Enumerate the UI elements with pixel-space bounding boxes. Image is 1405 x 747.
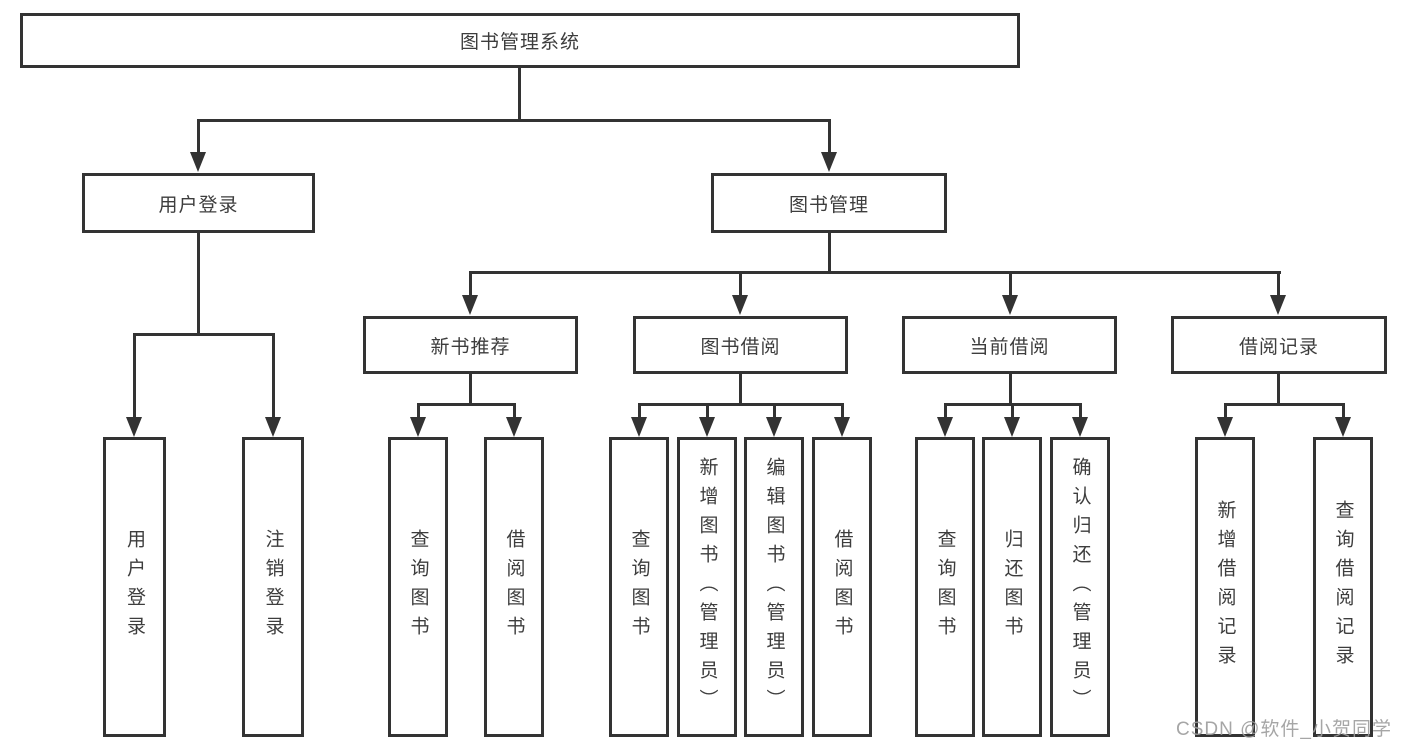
leaf-add-books-admin: 新增图书（管理员） xyxy=(677,437,737,737)
csdn-watermark: CSDN @软件_小贺同学 xyxy=(1176,719,1392,740)
connector-line xyxy=(133,333,275,336)
arrow-down-icon xyxy=(1004,417,1020,437)
connector-line xyxy=(638,403,641,420)
arrow-down-icon xyxy=(1270,295,1286,315)
node-book-borrow: 图书借阅 xyxy=(633,316,848,374)
node-book-borrow-label: 图书借阅 xyxy=(700,336,781,358)
arrow-down-icon xyxy=(265,417,281,437)
arrow-down-icon xyxy=(506,417,522,437)
arrow-down-icon xyxy=(699,417,715,437)
arrow-down-icon xyxy=(937,417,953,437)
connector-line xyxy=(197,233,200,336)
arrow-down-icon xyxy=(821,152,837,172)
leaf-confirm-return-admin: 确认归还（管理员） xyxy=(1050,437,1110,737)
arrow-down-icon xyxy=(462,295,478,315)
leaf-add-borrow-record: 新增借阅记录 xyxy=(1195,437,1255,737)
connector-line xyxy=(1224,403,1345,406)
node-new-book-recommend: 新书推荐 xyxy=(363,316,578,374)
leaf-logout: 注销登录 xyxy=(242,437,304,737)
leaf-query-borrow-record: 查询借阅记录 xyxy=(1313,437,1373,737)
leaf-borrow-query-books: 查询图书 xyxy=(609,437,669,737)
leaf-query-borrow-record-label: 查询借阅记录 xyxy=(1332,500,1354,674)
leaf-add-books-admin-label: 新增图书（管理员） xyxy=(696,456,718,718)
leaf-logout-label: 注销登录 xyxy=(262,529,284,645)
arrow-down-icon xyxy=(126,417,142,437)
leaf-current-query-books-label: 查询图书 xyxy=(934,529,956,645)
connector-line xyxy=(417,403,420,420)
arrow-down-icon xyxy=(766,417,782,437)
arrow-down-icon xyxy=(1335,417,1351,437)
node-borrow-records: 借阅记录 xyxy=(1171,316,1387,374)
node-user-login: 用户登录 xyxy=(82,173,315,233)
leaf-add-borrow-record-label: 新增借阅记录 xyxy=(1214,500,1236,674)
connector-line xyxy=(272,333,275,419)
connector-line xyxy=(841,403,844,420)
node-user-login-label: 用户登录 xyxy=(158,194,239,216)
connector-line xyxy=(1277,271,1280,297)
connector-line xyxy=(1079,403,1082,420)
connector-line xyxy=(828,119,831,155)
arrow-down-icon xyxy=(1217,417,1233,437)
node-current-borrow: 当前借阅 xyxy=(902,316,1117,374)
connector-line xyxy=(828,233,831,274)
node-book-management-label: 图书管理 xyxy=(788,194,869,216)
connector-line xyxy=(944,403,947,420)
leaf-confirm-return-admin-label: 确认归还（管理员） xyxy=(1069,456,1091,718)
node-book-management: 图书管理 xyxy=(711,173,947,233)
connector-line xyxy=(417,403,516,406)
connector-line xyxy=(469,271,472,297)
arrow-down-icon xyxy=(190,152,206,172)
node-new-book-recommend-label: 新书推荐 xyxy=(430,336,511,358)
arrow-down-icon xyxy=(732,295,748,315)
connector-line xyxy=(739,271,742,297)
leaf-return-books: 归还图书 xyxy=(982,437,1042,737)
leaf-user-login-label: 用户登录 xyxy=(124,529,145,645)
connector-line xyxy=(513,403,516,420)
connector-line xyxy=(1009,271,1012,297)
arrow-down-icon xyxy=(834,417,850,437)
arrow-down-icon xyxy=(410,417,426,437)
arrow-down-icon xyxy=(631,417,647,437)
connector-line xyxy=(1277,374,1280,406)
connector-line xyxy=(1342,403,1345,420)
leaf-recommend-query-books: 查询图书 xyxy=(388,437,448,737)
connector-line xyxy=(739,374,742,406)
leaf-edit-books-admin: 编辑图书（管理员） xyxy=(744,437,804,737)
connector-line xyxy=(706,403,709,420)
connector-line xyxy=(197,119,831,122)
arrow-down-icon xyxy=(1002,295,1018,315)
connector-line xyxy=(518,67,521,122)
leaf-borrow-books: 借阅图书 xyxy=(812,437,872,737)
leaf-recommend-borrow-books: 借阅图书 xyxy=(484,437,544,737)
connector-line xyxy=(1011,403,1014,420)
leaf-user-login: 用户登录 xyxy=(103,437,166,737)
arrow-down-icon xyxy=(1072,417,1088,437)
node-current-borrow-label: 当前借阅 xyxy=(969,336,1050,358)
connector-line xyxy=(1009,374,1012,406)
leaf-recommend-query-books-label: 查询图书 xyxy=(407,529,429,645)
connector-line xyxy=(1224,403,1227,420)
leaf-recommend-borrow-books-label: 借阅图书 xyxy=(503,529,525,645)
leaf-edit-books-admin-label: 编辑图书（管理员） xyxy=(763,456,785,718)
leaf-return-books-label: 归还图书 xyxy=(1001,529,1023,645)
connector-line xyxy=(133,333,136,419)
leaf-borrow-books-label: 借阅图书 xyxy=(831,529,853,645)
connector-line xyxy=(197,119,200,155)
connector-line xyxy=(469,374,472,406)
connector-line xyxy=(773,403,776,420)
node-root-label: 图书管理系统 xyxy=(459,32,580,53)
node-root: 图书管理系统 xyxy=(20,13,1020,68)
node-borrow-records-label: 借阅记录 xyxy=(1238,336,1319,358)
leaf-borrow-query-books-label: 查询图书 xyxy=(628,529,650,645)
connector-line xyxy=(638,403,844,406)
leaf-current-query-books: 查询图书 xyxy=(915,437,975,737)
connector-line xyxy=(469,271,1281,274)
